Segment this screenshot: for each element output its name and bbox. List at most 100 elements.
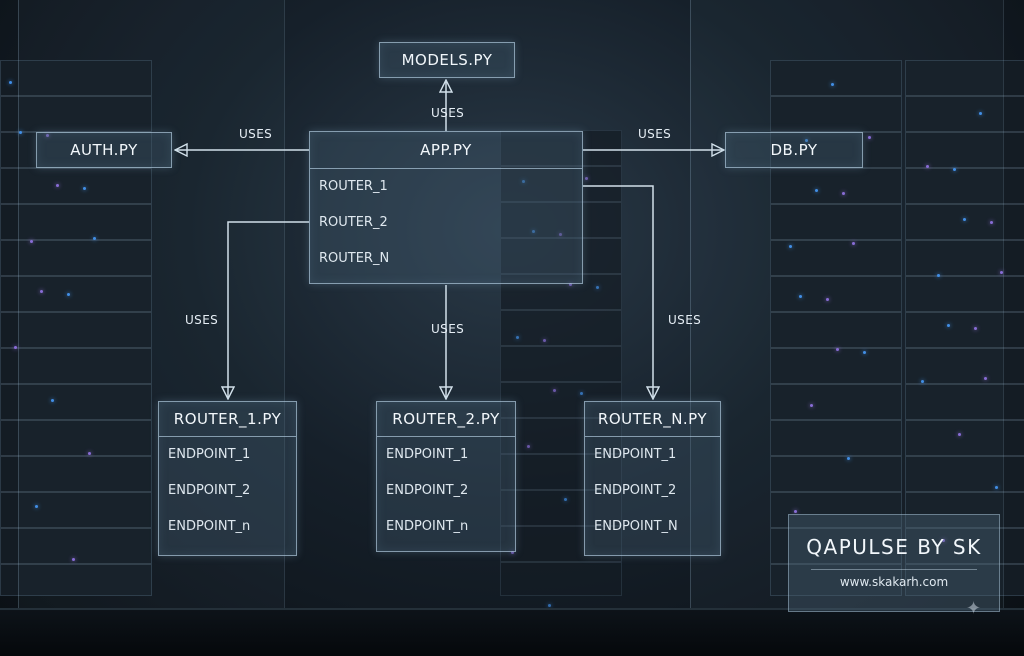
- branding-badge: QAPULSE BY SK www.skakarh.com: [788, 514, 1000, 612]
- server-rack-center: [500, 130, 622, 607]
- edge-label-routerN: USES: [668, 313, 702, 327]
- rack-led: [984, 377, 987, 380]
- rack-led: [585, 177, 588, 180]
- edge-label-auth: USES: [239, 127, 273, 141]
- edge-label-db: USES: [638, 127, 672, 141]
- node-db-title: DB.PY: [770, 141, 818, 159]
- rack-led: [72, 558, 75, 561]
- rack-led: [1000, 271, 1003, 274]
- node-routerN: ROUTER_N.PY ENDPOINT_1 ENDPOINT_2 ENDPOI…: [584, 401, 721, 556]
- node-router1-row: ENDPOINT_n: [168, 519, 251, 534]
- brand-divider: [811, 569, 977, 570]
- node-app-row: ROUTER_2: [319, 215, 388, 230]
- rack-led: [958, 433, 961, 436]
- brand-name: QAPULSE BY SK: [806, 535, 982, 559]
- node-router1-title: ROUTER_1.PY: [159, 402, 296, 437]
- rack-led: [789, 245, 792, 248]
- rack-led: [564, 498, 567, 501]
- rack-led: [511, 551, 514, 554]
- node-router1-row: ENDPOINT_1: [168, 447, 251, 462]
- glass-panel-left: [18, 0, 285, 616]
- rack-led: [30, 240, 33, 243]
- node-routerN-row: ENDPOINT_2: [594, 483, 677, 498]
- rack-led: [947, 324, 950, 327]
- rack-led: [46, 134, 49, 137]
- floor: [0, 608, 1024, 656]
- rack-led: [852, 242, 855, 245]
- rack-led: [527, 445, 530, 448]
- edge-app-routerN: [583, 185, 653, 399]
- rack-led: [51, 399, 54, 402]
- node-router2-title: ROUTER_2.PY: [377, 402, 515, 437]
- rack-led: [974, 327, 977, 330]
- node-app-row: ROUTER_N: [319, 251, 390, 266]
- rack-led: [516, 336, 519, 339]
- rack-led: [553, 389, 556, 392]
- server-rack-left: [0, 60, 152, 596]
- rack-led: [831, 83, 834, 86]
- rack-led: [847, 457, 850, 460]
- node-models-title: MODELS.PY: [401, 51, 493, 69]
- server-rack-right-1: [770, 60, 902, 596]
- rack-led: [569, 283, 572, 286]
- brand-url: www.skakarh.com: [839, 575, 949, 589]
- rack-led: [815, 189, 818, 192]
- rack-led: [40, 290, 43, 293]
- rack-led: [9, 81, 12, 84]
- rack-led: [93, 237, 96, 240]
- edge-label-router1: USES: [185, 313, 219, 327]
- rack-led: [979, 112, 982, 115]
- rack-led: [56, 184, 59, 187]
- rack-led: [810, 404, 813, 407]
- rack-led: [548, 604, 551, 607]
- edge-label-router2: USES: [431, 322, 465, 336]
- node-app-title: APP.PY: [310, 132, 582, 169]
- rack-led: [19, 131, 22, 134]
- rack-led: [522, 180, 525, 183]
- rack-led: [963, 218, 966, 221]
- rack-led: [842, 192, 845, 195]
- node-models: MODELS.PY: [379, 42, 515, 78]
- rack-led: [805, 139, 808, 142]
- rack-led: [83, 187, 86, 190]
- node-auth-title: AUTH.PY: [70, 141, 138, 159]
- node-routerN-row: ENDPOINT_N: [594, 519, 678, 534]
- rack-led: [67, 293, 70, 296]
- rack-led: [88, 452, 91, 455]
- node-router2: ROUTER_2.PY ENDPOINT_1 ENDPOINT_2 ENDPOI…: [376, 401, 516, 552]
- rack-led: [35, 505, 38, 508]
- node-router2-row: ENDPOINT_2: [386, 483, 469, 498]
- node-router1: ROUTER_1.PY ENDPOINT_1 ENDPOINT_2 ENDPOI…: [158, 401, 297, 556]
- rack-led: [953, 168, 956, 171]
- rack-led: [14, 346, 17, 349]
- rack-led: [799, 295, 802, 298]
- rack-led: [826, 298, 829, 301]
- node-auth: AUTH.PY: [36, 132, 172, 168]
- rack-led: [942, 539, 945, 542]
- node-db: DB.PY: [725, 132, 863, 168]
- node-router1-row: ENDPOINT_2: [168, 483, 251, 498]
- glass-panel-right: [690, 0, 1004, 616]
- rack-led: [794, 510, 797, 513]
- node-router2-row: ENDPOINT_n: [386, 519, 469, 534]
- node-routerN-title: ROUTER_N.PY: [585, 402, 720, 437]
- rack-led: [836, 348, 839, 351]
- node-router2-row: ENDPOINT_1: [386, 447, 469, 462]
- server-rack-right-2: [905, 60, 1024, 596]
- rack-led: [543, 339, 546, 342]
- rack-led: [559, 233, 562, 236]
- node-routerN-row: ENDPOINT_1: [594, 447, 677, 462]
- rack-led: [596, 286, 599, 289]
- edge-label-models: USES: [431, 106, 465, 120]
- rack-led: [926, 165, 929, 168]
- node-app: APP.PY ROUTER_1 ROUTER_2 ROUTER_N: [309, 131, 583, 284]
- sparkle-icon: ✦: [966, 598, 982, 619]
- rack-led: [921, 380, 924, 383]
- rack-led: [863, 351, 866, 354]
- rack-led: [580, 392, 583, 395]
- rack-led: [937, 274, 940, 277]
- node-app-row: ROUTER_1: [319, 179, 388, 194]
- rack-led: [990, 221, 993, 224]
- rack-led: [868, 136, 871, 139]
